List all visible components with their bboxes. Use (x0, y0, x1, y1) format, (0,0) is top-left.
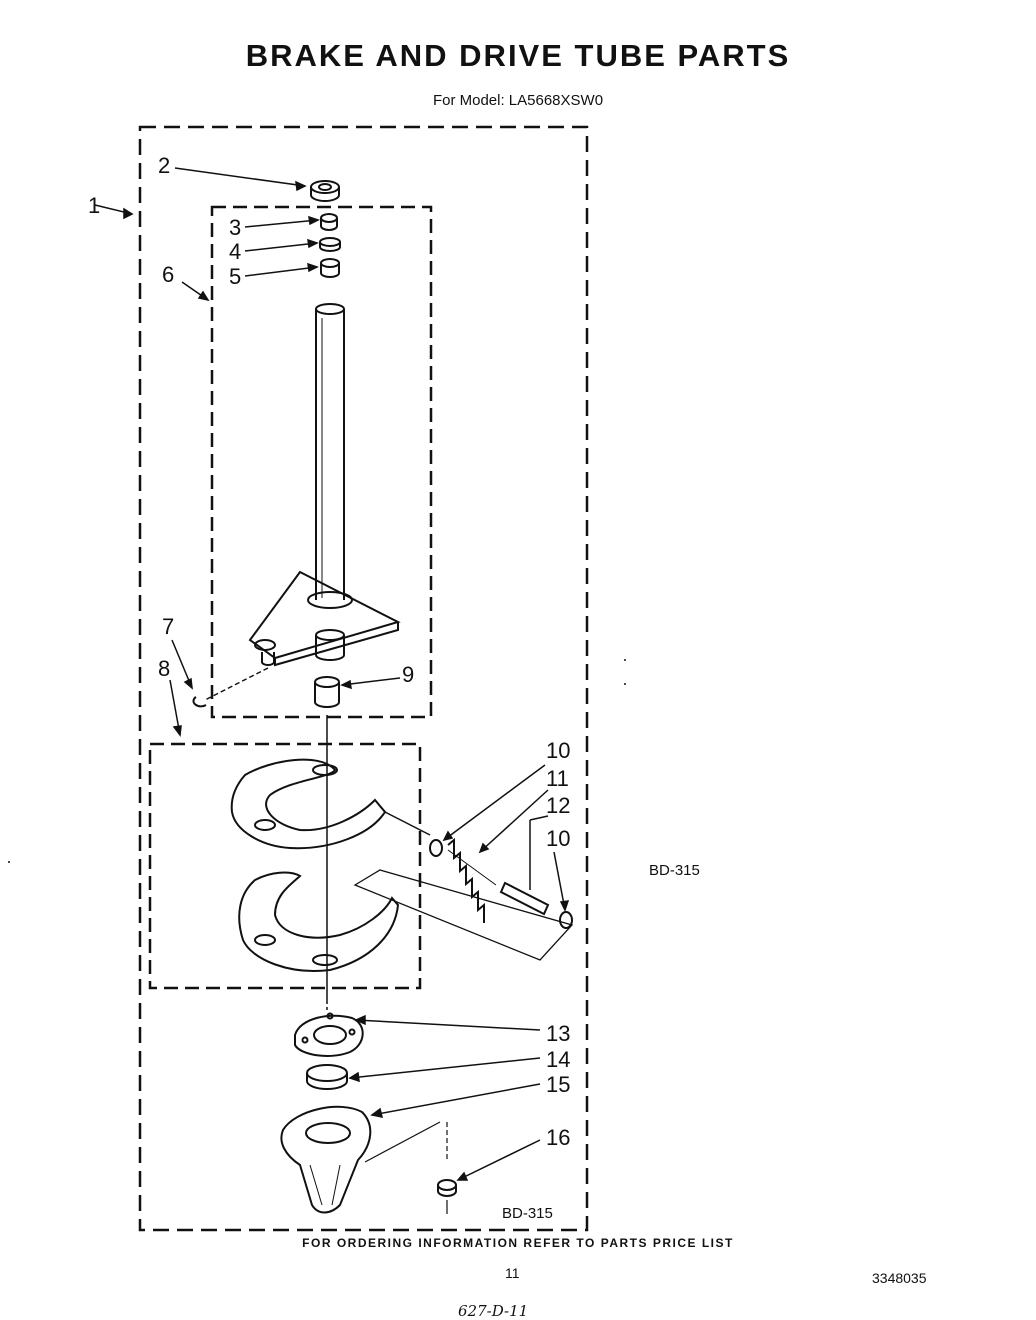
assembly-box-1 (138, 125, 589, 1232)
lower-brake-shoe (238, 871, 400, 972)
callout-2: 2 (158, 153, 171, 178)
callout-14: 14 (546, 1047, 571, 1072)
part-10-washer-b (559, 911, 573, 929)
callout-8: 8 (158, 656, 171, 681)
part-5-bushing (320, 258, 340, 278)
page-number: 11 (505, 1265, 520, 1281)
part-14-ring (306, 1064, 348, 1090)
part-13-plate (294, 1012, 364, 1057)
ordering-footer: FOR ORDERING INFORMATION REFER TO PARTS … (302, 1236, 734, 1250)
callout-9: 9 (402, 662, 415, 687)
diagram-code-side: BD-315 (649, 862, 700, 879)
part-12-rod (499, 881, 550, 916)
part-2-seal (310, 180, 340, 202)
callout-10b: 10 (546, 826, 571, 851)
callout-16: 16 (546, 1125, 571, 1150)
callout-11: 11 (546, 766, 569, 791)
part-16-nut (437, 1179, 457, 1197)
callout-6: 6 (162, 262, 175, 287)
callout-13: 13 (546, 1021, 571, 1046)
callout-12: 12 (546, 793, 571, 818)
model-subtitle: For Model: LA5668XSW0 (432, 92, 604, 109)
part-10-washer-a (429, 839, 443, 857)
callout-3: 3 (229, 215, 242, 240)
part-3-bearing (320, 213, 338, 231)
part-4-washer (319, 237, 341, 252)
part-7-pin (261, 652, 275, 666)
part-6-drive-tube (248, 303, 401, 667)
assembly-box-8 (148, 742, 422, 990)
diagram-code-box: BD-315 (502, 1205, 553, 1222)
part-15-housing (280, 1105, 372, 1214)
callout-10a: 10 (546, 738, 571, 763)
assembly-box-6 (210, 205, 433, 719)
page-title: BRAKE AND DRIVE TUBE PARTS (245, 38, 791, 73)
callout-15: 15 (546, 1072, 571, 1097)
leader-lines (94, 167, 570, 1181)
callout-7: 7 (162, 614, 175, 639)
part-11-spring (447, 837, 497, 923)
upper-brake-shoe (230, 758, 387, 850)
callout-1: 1 (88, 193, 101, 218)
callout-4: 4 (229, 239, 242, 264)
callout-5: 5 (229, 264, 242, 289)
part-8-clip (192, 696, 207, 708)
part-9-bushing (314, 676, 340, 708)
handwritten-note: 627-D-11 (458, 1302, 529, 1320)
document-number: 3348035 (872, 1270, 927, 1286)
